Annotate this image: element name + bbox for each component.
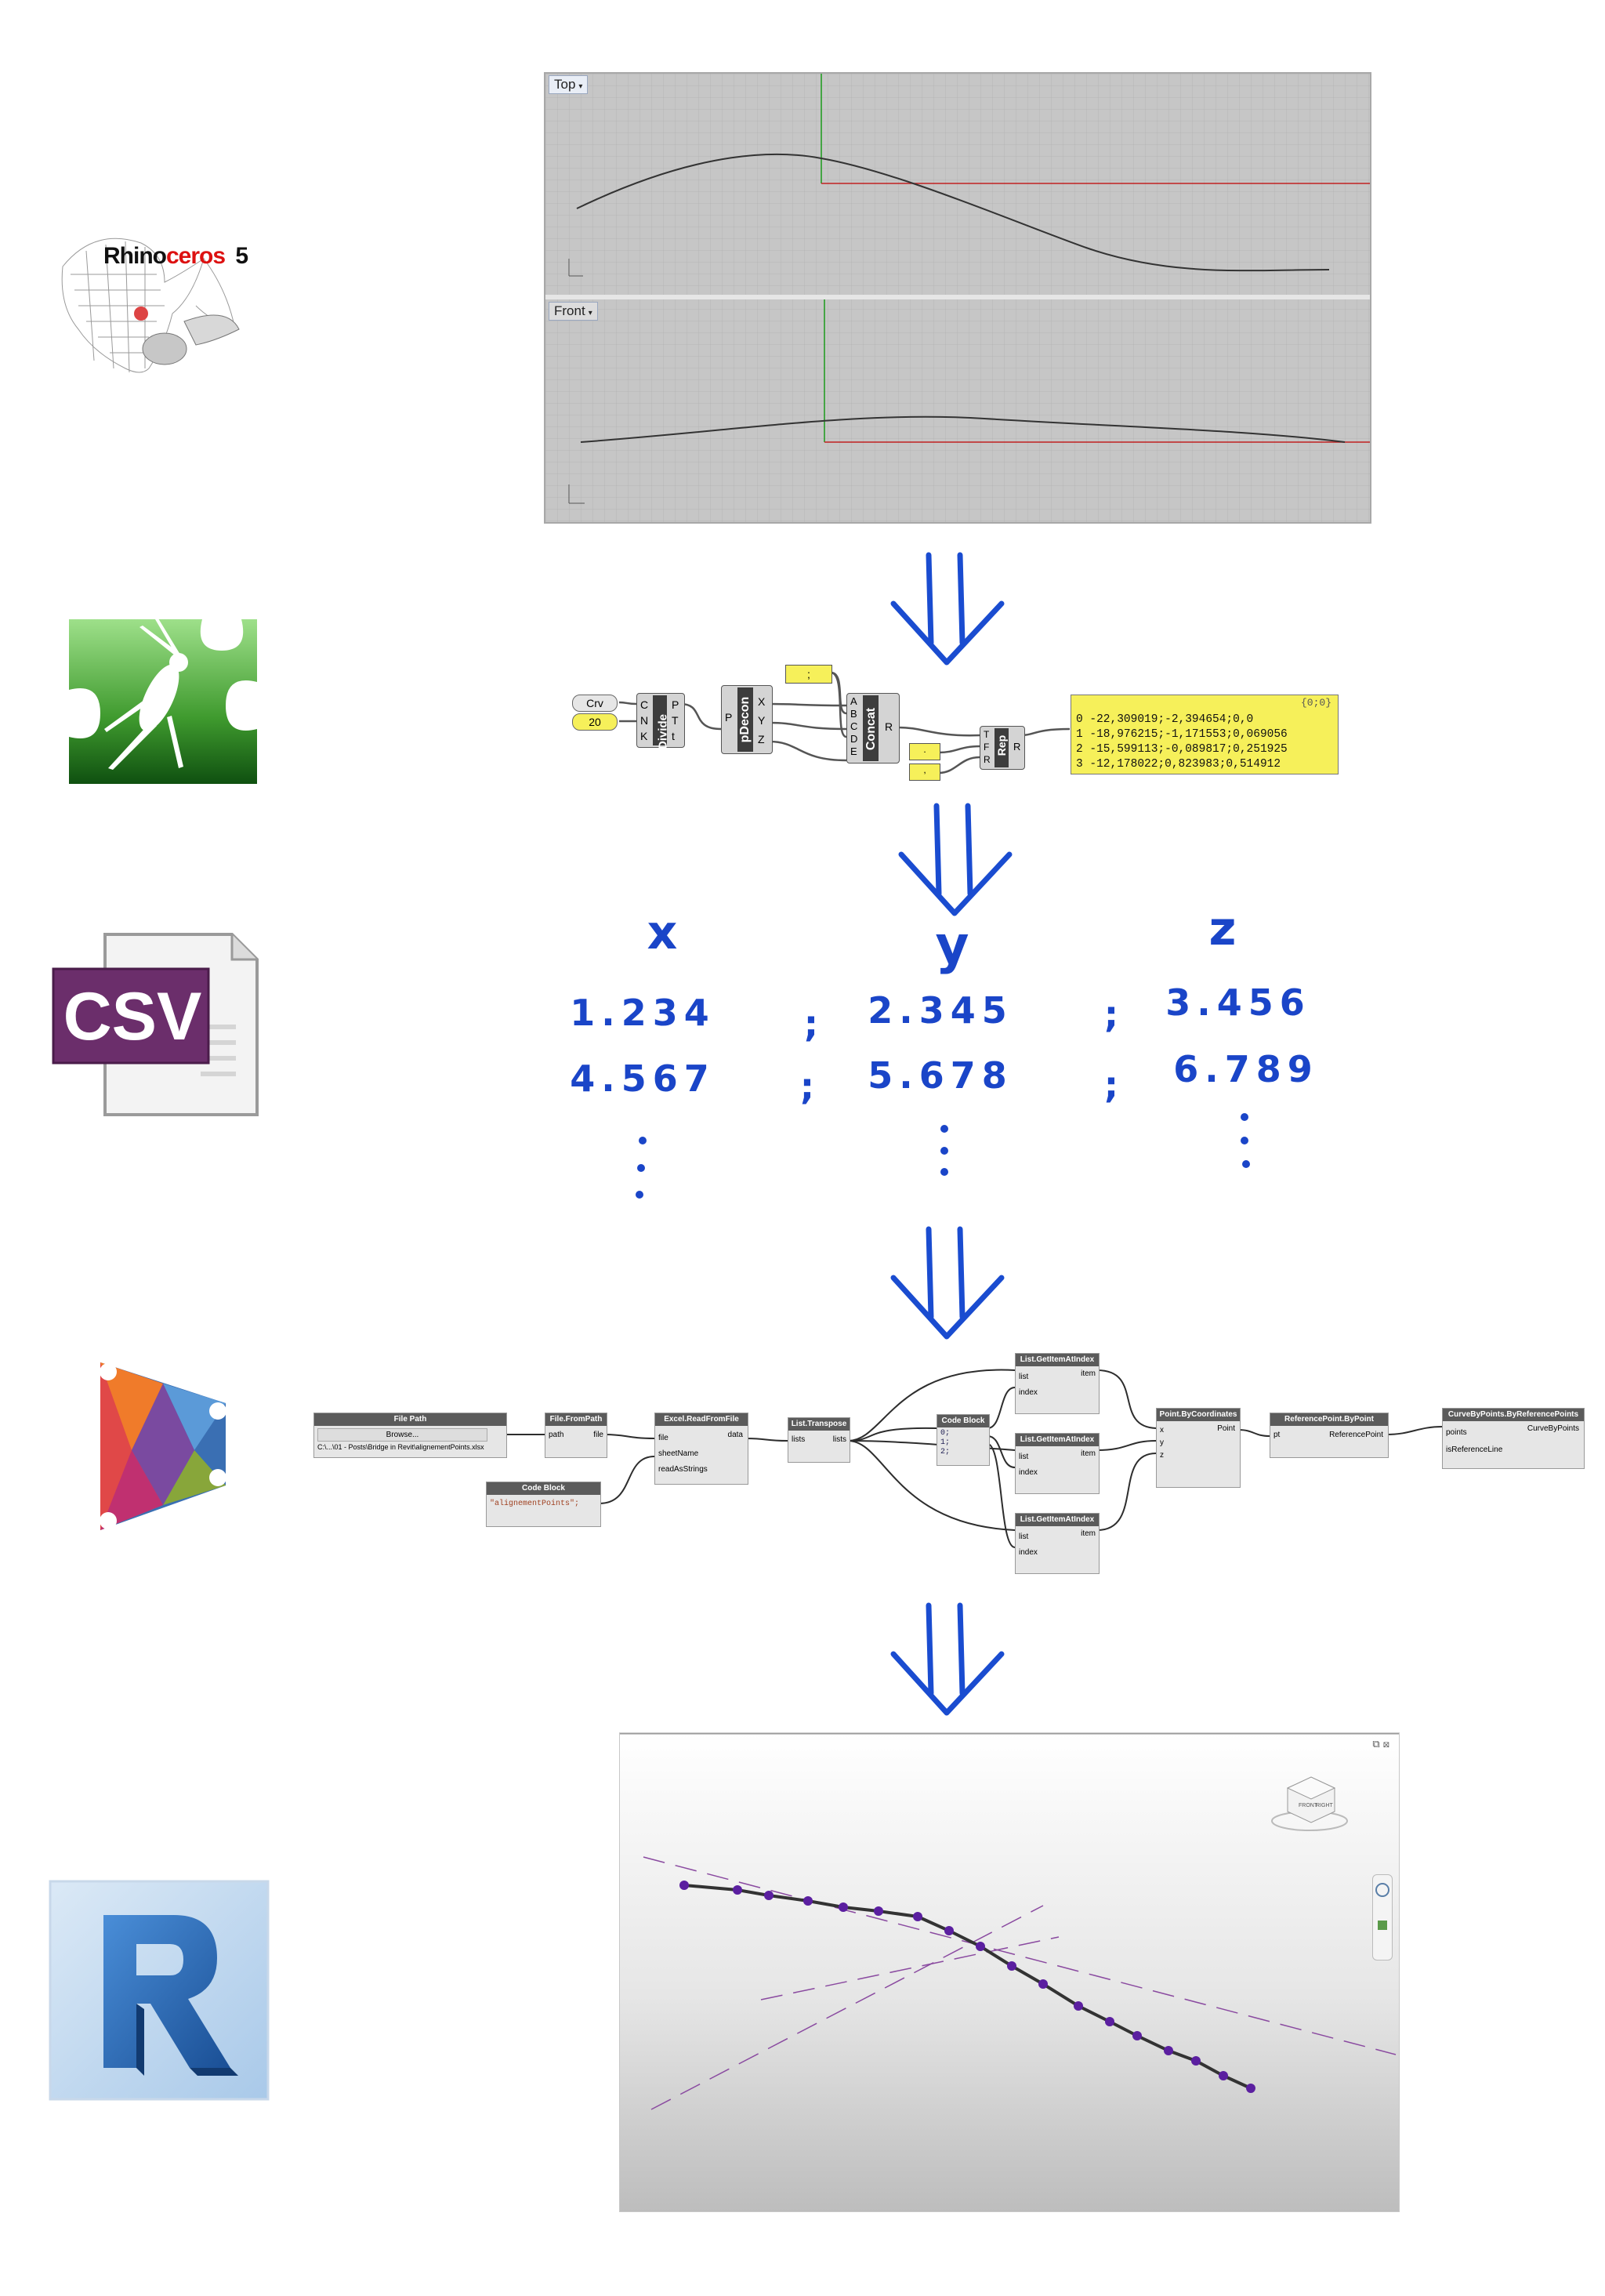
csv-cell: 3.456	[1165, 981, 1311, 1024]
dynamo-wires	[505, 1369, 1443, 1548]
crv-param[interactable]: Crv	[572, 695, 618, 712]
panel-row: 0 -22,309019;-2,394654;0,0	[1076, 713, 1254, 726]
csv-header-x: x	[647, 905, 678, 960]
code-block-index-node[interactable]: Code Block 0;1;2;	[937, 1414, 990, 1466]
file-path-value: C:\...\01 - Posts\Bridge in Revit\aligne…	[317, 1443, 484, 1451]
csv-file-icon	[52, 933, 259, 1116]
code-block-sheet-node[interactable]: Code Block "alignementPoints";	[486, 1482, 601, 1527]
down-arrow-icon	[890, 1602, 1005, 1716]
restore-icon[interactable]: ⧉	[1372, 1738, 1383, 1750]
panel-row: 3 -12,178022;0,823983;0,514912	[1076, 758, 1281, 771]
separator-panel[interactable]: ;	[785, 665, 832, 684]
chevron-down-icon: ▾	[578, 82, 583, 91]
browse-button[interactable]: Browse...	[317, 1428, 487, 1442]
viewport-label-top[interactable]: Top▾	[549, 75, 589, 94]
zoom-icon[interactable]	[1378, 1921, 1387, 1930]
steering-wheel-icon[interactable]	[1375, 1883, 1389, 1897]
csv-cell: 5.678	[868, 1054, 1013, 1097]
down-arrow-icon	[890, 1226, 1005, 1340]
grasshopper-wires	[618, 671, 1071, 774]
rhino-viewports-canvas	[545, 74, 1370, 522]
dynamo-icon	[100, 1362, 226, 1530]
view-window-controls[interactable]: ⧉⊠	[1372, 1738, 1393, 1750]
list-transpose-node[interactable]: List.Transpose lists lists	[788, 1417, 850, 1463]
csv-header-z: z	[1209, 901, 1237, 956]
revit-3d-canvas: FRONT RIGHT	[620, 1733, 1399, 2110]
comma-panel[interactable]: ,	[909, 764, 940, 781]
dynamo-graph: File Path Browse... C:\...\01 - Posts\Br…	[313, 1348, 1599, 1583]
divide-title: Divide	[656, 714, 670, 750]
dynamo-logo	[85, 1348, 241, 1536]
csv-header-y: y	[935, 915, 969, 975]
csv-cell: 4.567	[570, 1057, 716, 1100]
revit-icon	[49, 1880, 270, 2101]
csv-file-logo: CSV	[52, 933, 263, 1121]
csv-separator: ;	[800, 1065, 814, 1108]
csv-separator: ;	[1104, 993, 1118, 1036]
file-frompath-node[interactable]: File.FromPath path file	[545, 1413, 607, 1458]
viewport-label-front[interactable]: Front▾	[549, 302, 598, 321]
panel-row: 2 -15,599113;-0,089817;0,251925	[1076, 743, 1288, 756]
pdecon-title: pDecon	[738, 696, 752, 743]
revit-3d-view[interactable]: FRONT RIGHT ⧉⊠	[619, 1732, 1400, 2212]
rhino-viewports: Top▾ Front▾	[544, 72, 1371, 524]
svg-text:RIGHT: RIGHT	[1316, 1803, 1334, 1808]
referencepoint-bypoint-node[interactable]: ReferencePoint.ByPoint pt ReferencePoint	[1270, 1413, 1389, 1458]
rhino-wordmark: Rhinoceros 5	[103, 243, 248, 269]
rhino-icon	[61, 238, 240, 373]
panel-row: 1 -18,976215;-1,171553;0,069056	[1076, 728, 1288, 741]
grasshopper-puzzle-icon	[69, 618, 257, 784]
chevron-down-icon: ▾	[588, 309, 592, 317]
output-panel[interactable]: {0;0} 0 -22,309019;-2,394654;0,0 1 -18,9…	[1071, 695, 1339, 774]
csv-cell: 6.789	[1173, 1048, 1319, 1090]
file-path-node[interactable]: File Path Browse... C:\...\01 - Posts\Br…	[313, 1413, 507, 1458]
revit-logo	[49, 1880, 270, 2101]
csv-separator: ;	[1104, 1064, 1118, 1106]
down-arrow-icon	[898, 803, 1013, 916]
csv-handwritten-example: x y z 1.234 2.345 3.456 4.567 5.678 6.78…	[570, 901, 1319, 1199]
dot-panel[interactable]: .	[909, 743, 940, 760]
close-icon[interactable]: ⊠	[1382, 1738, 1393, 1750]
svg-text:FRONT: FRONT	[1299, 1803, 1318, 1808]
replace-title: Rep	[995, 735, 1008, 756]
rhino-logo: Rhinoceros 5	[47, 212, 251, 392]
concat-title: Concat	[864, 707, 878, 751]
count-slider[interactable]: 20	[572, 713, 618, 731]
ellipsis-dots	[636, 1113, 1250, 1199]
csv-label: CSV	[63, 979, 202, 1054]
down-arrow-icon	[890, 552, 1005, 666]
csv-cell: 2.345	[868, 989, 1013, 1032]
grasshopper-logo	[61, 611, 265, 792]
reference-points	[679, 1881, 1255, 2093]
panel-path: {0;0}	[1300, 697, 1331, 709]
navigation-bar[interactable]	[1372, 1874, 1393, 1960]
csv-separator: ;	[804, 1003, 818, 1045]
csv-cell: 1.234	[570, 992, 716, 1034]
